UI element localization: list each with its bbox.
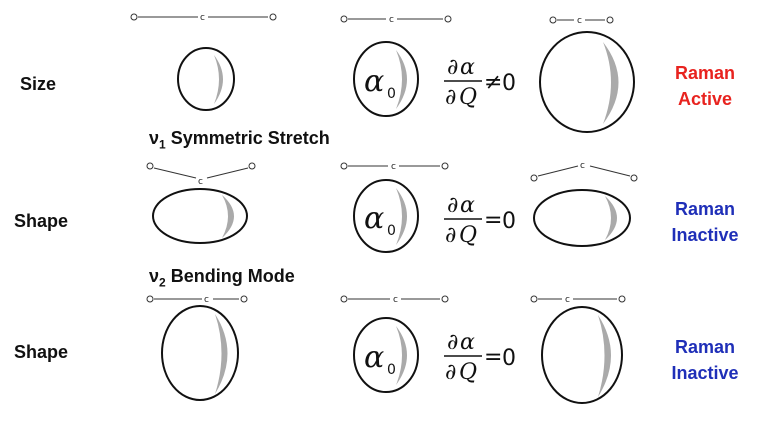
polarizability-ellipsoid-medium (353, 41, 419, 117)
alpha-subscript: 0 (387, 223, 396, 239)
svg-text:c: c (198, 177, 203, 187)
mode-title-v2: ν2 Bending Mode (149, 266, 295, 290)
alpha0-row3: α 0 (364, 340, 396, 378)
raman-activity-line1: Raman (674, 199, 736, 219)
polarizability-ellipsoid-sphere-middle (353, 179, 419, 253)
molecule-row2-right: c (530, 161, 638, 182)
polarizability-ellipsoid-prolate-right (541, 306, 623, 404)
rhs-value: 0 (502, 346, 516, 371)
alpha0-row1: α 0 (364, 64, 396, 102)
derivative-row1: ∂ α ∂ Q ≠ 0 (444, 55, 516, 110)
molecule-row1-left: c (130, 13, 277, 23)
alpha-symbol: α (364, 201, 384, 236)
mode-name: Bending Mode (170, 266, 295, 286)
polarizability-ellipsoid-small (177, 47, 235, 111)
mode-subscript: 1 (159, 137, 166, 152)
svg-text:c: c (204, 295, 209, 305)
rhs-value: 0 (502, 71, 516, 96)
polarizability-ellipsoid-oblate-right (533, 189, 631, 247)
alpha-symbol: α (460, 330, 475, 355)
raman-activity-row2: Raman Inactive (660, 196, 750, 248)
mode-name: Symmetric Stretch (170, 128, 330, 148)
mode-title-v1: ν1 Symmetric Stretch (149, 128, 330, 152)
row-label-shape-2: Shape (14, 342, 69, 362)
molecule-row3-middle: c (340, 295, 449, 305)
raman-activity-line1: Raman (674, 63, 736, 83)
molecule-row2-left: c (146, 162, 256, 187)
partial-symbol: ∂ (445, 360, 456, 385)
alpha0-row2: α 0 (364, 201, 396, 239)
raman-activity-line2: Active (677, 89, 733, 109)
row-label-size: Size (20, 74, 57, 94)
polarizability-ellipsoid-large (539, 31, 635, 133)
svg-text:c: c (389, 15, 394, 25)
polarizability-ellipsoid-oblate-left (152, 188, 248, 244)
alpha-subscript: 0 (387, 362, 396, 378)
molecule-row1-right: c (549, 16, 614, 26)
raman-activity-row1: Raman Active (660, 60, 750, 112)
raman-activity-line1: Raman (674, 337, 736, 357)
svg-text:c: c (391, 162, 396, 172)
partial-symbol: ∂ (447, 55, 458, 80)
svg-text:c: c (200, 13, 205, 23)
svg-text:c: c (565, 295, 570, 305)
svg-text:c: c (393, 295, 398, 305)
coordinate-symbol: Q (459, 223, 477, 248)
partial-symbol: ∂ (447, 330, 458, 355)
polarizability-ellipsoid-prolate-left (161, 305, 239, 401)
coordinate-symbol: Q (459, 360, 477, 385)
alpha-subscript: 0 (387, 86, 396, 102)
alpha-symbol: α (460, 55, 475, 80)
relation-symbol: ≠ (484, 70, 502, 95)
mode-subscript: 2 (159, 275, 166, 290)
svg-text:c: c (577, 16, 582, 26)
partial-symbol: ∂ (447, 193, 458, 218)
mode-symbol: ν (149, 266, 160, 286)
rhs-value: 0 (502, 209, 516, 234)
partial-symbol: ∂ (445, 223, 456, 248)
molecule-row1-middle: c (340, 15, 452, 25)
relation-symbol: = (484, 345, 502, 370)
derivative-row2: ∂ α ∂ Q = 0 (444, 193, 516, 248)
derivative-row3: ∂ α ∂ Q = 0 (444, 330, 516, 385)
alpha-symbol: α (460, 193, 475, 218)
molecule-row2-middle: c (340, 162, 449, 172)
mode-symbol: ν (149, 128, 160, 148)
molecule-row3-left: c (146, 295, 248, 305)
alpha-symbol: α (364, 64, 384, 99)
polarizability-ellipsoid-sphere-middle-3 (353, 317, 419, 393)
alpha-symbol: α (364, 340, 384, 375)
relation-symbol: = (484, 208, 502, 233)
raman-activity-line2: Inactive (671, 363, 739, 383)
row-label-shape-1: Shape (14, 211, 69, 231)
coordinate-symbol: Q (459, 85, 477, 110)
partial-symbol: ∂ (445, 85, 456, 110)
raman-activity-row3: Raman Inactive (660, 334, 750, 386)
svg-text:c: c (580, 161, 585, 171)
molecule-row3-right: c (530, 295, 626, 305)
raman-activity-line2: Inactive (671, 225, 739, 245)
